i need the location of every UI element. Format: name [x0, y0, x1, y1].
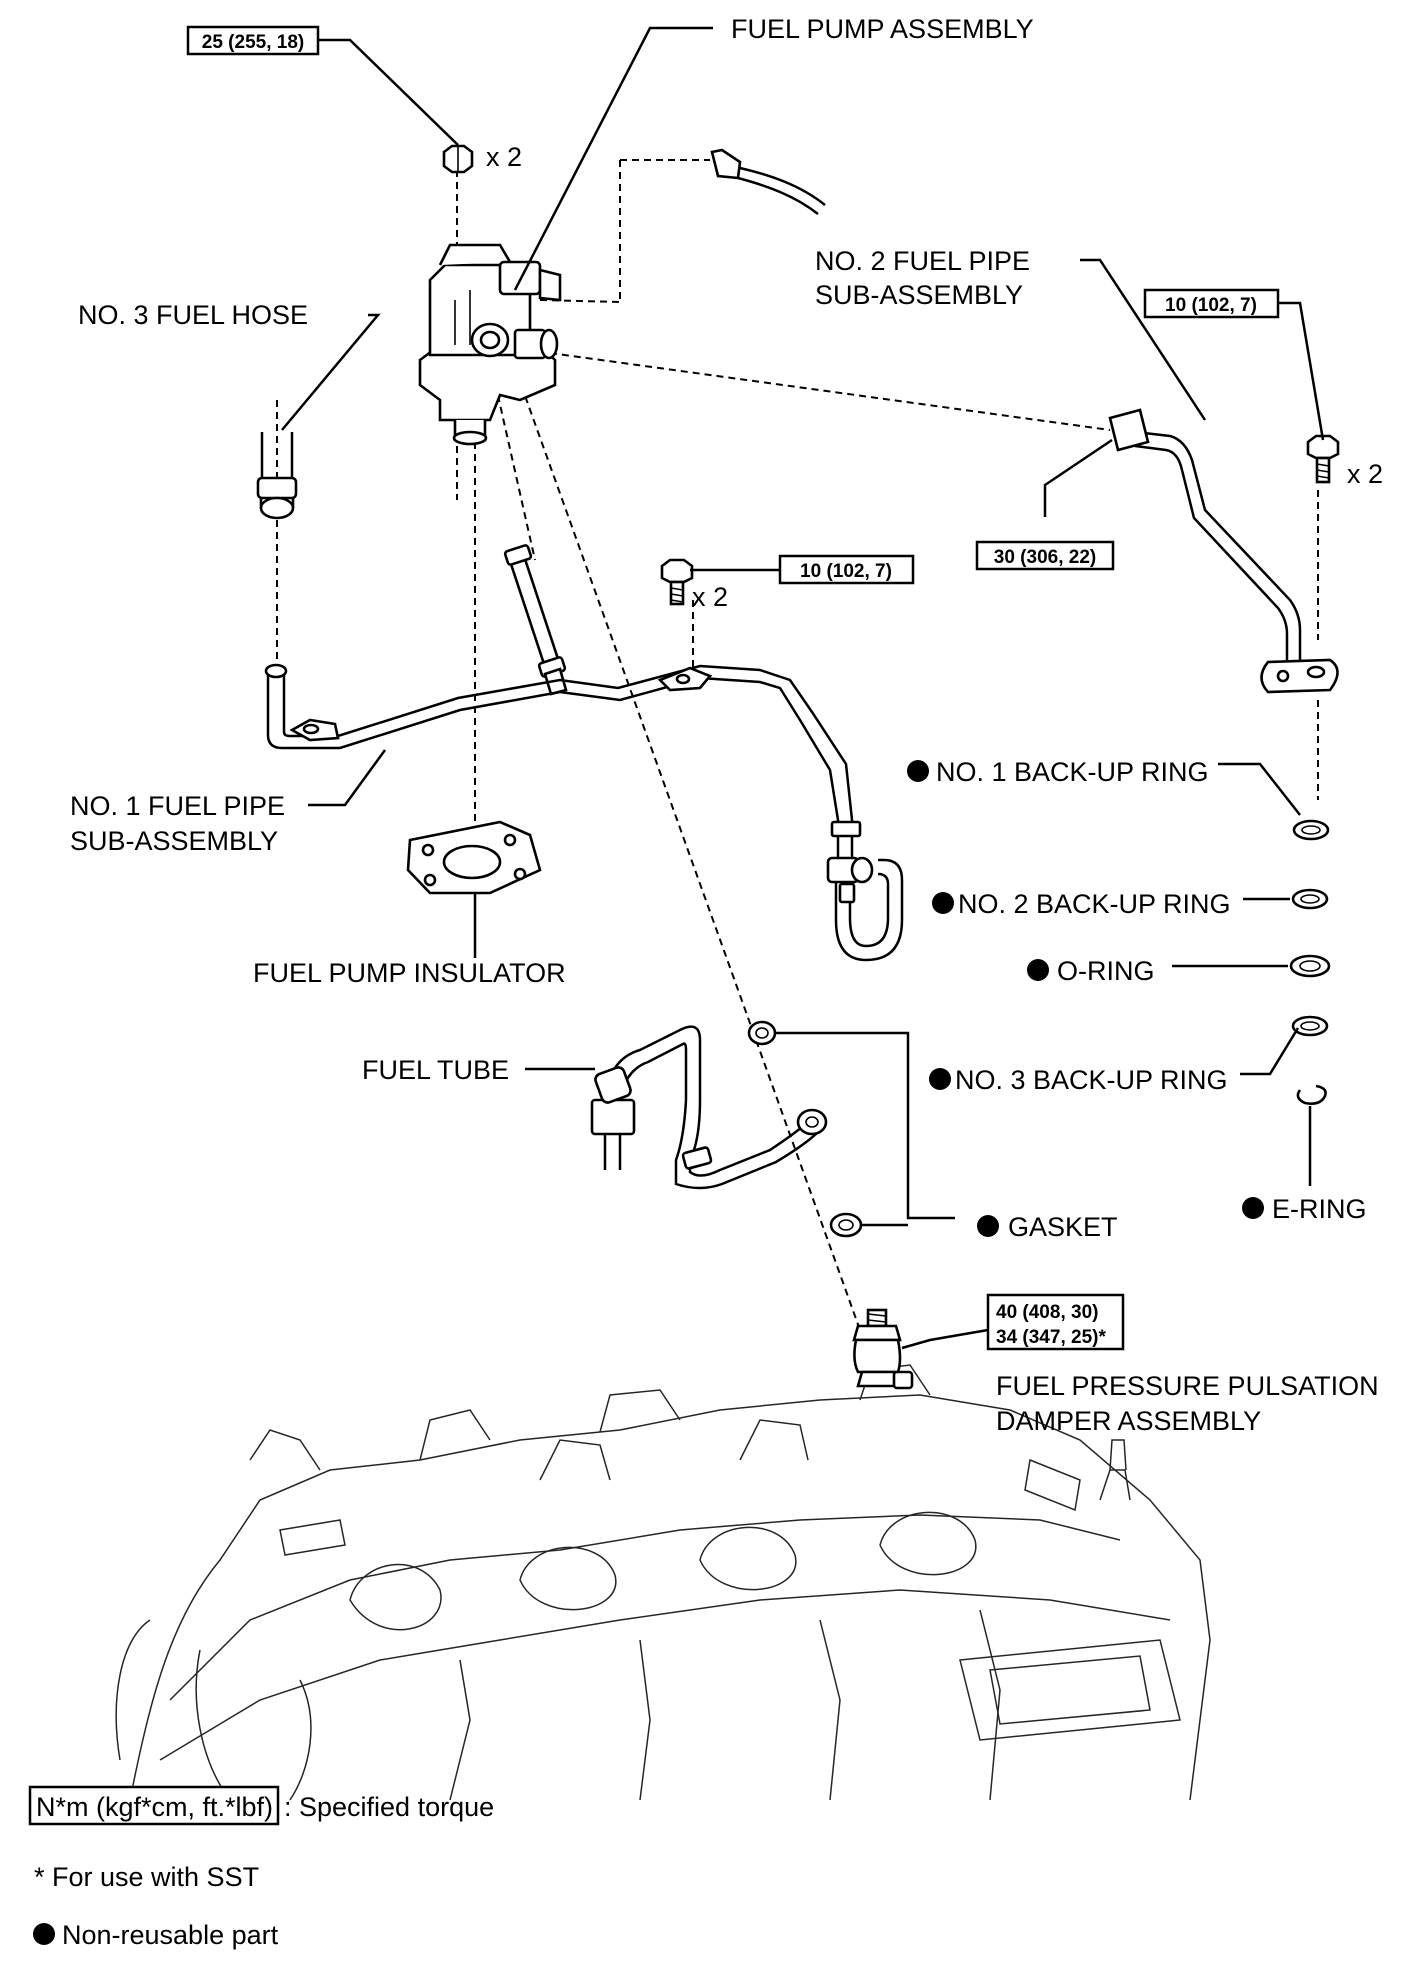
label-no1-fuel-pipe-line2: SUB-ASSEMBLY — [70, 826, 278, 856]
label-fuel-pump-insulator: FUEL PUMP INSULATOR — [253, 958, 566, 988]
torque-damper-line2: 34 (347, 25)* — [996, 1327, 1106, 1348]
legend-non-reusable-dot — [33, 1923, 55, 1945]
pump-connector-harness — [710, 148, 826, 215]
qty-pipe2-bolts: x 2 — [1347, 459, 1383, 489]
non-reusable-dot-e-ring — [1242, 1197, 1264, 1219]
label-no3-backup-ring: NO. 3 BACK-UP RING — [955, 1065, 1228, 1095]
non-reusable-dot-no2-backup — [932, 892, 954, 914]
torque-pipe1-bolt-text: 10 (102, 7) — [800, 561, 892, 582]
torque-damper-line1: 40 (408, 30) — [996, 1302, 1098, 1323]
torque-spec-pipe1-bolt: 10 (102, 7) — [778, 554, 915, 585]
fuel-pump-assembly — [418, 243, 562, 446]
e-ring — [1296, 1084, 1327, 1105]
label-gasket: GASKET — [1008, 1212, 1118, 1242]
label-no1-backup-ring: NO. 1 BACK-UP RING — [936, 757, 1209, 787]
qty-pump-nuts: x 2 — [486, 142, 522, 172]
label-no3-fuel-hose: NO. 3 FUEL HOSE — [78, 300, 308, 330]
gaskets — [747, 1020, 863, 1238]
legend-sst-note: * For use with SST — [34, 1862, 259, 1892]
label-damper-line2: DAMPER ASSEMBLY — [996, 1406, 1261, 1436]
label-damper-line1: FUEL PRESSURE PULSATION — [996, 1371, 1379, 1401]
legend-torque-box-text: N*m (kgf*cm, ft.*lbf) — [36, 1792, 273, 1822]
no2-backup-ring — [1291, 888, 1329, 910]
pipe1-bolt — [660, 558, 694, 606]
legend-torque-text: : Specified torque — [284, 1792, 494, 1822]
label-no2-fuel-pipe-line2: SUB-ASSEMBLY — [815, 280, 1023, 310]
o-ring — [1289, 954, 1331, 978]
non-reusable-dot-no1-backup — [907, 760, 929, 782]
label-e-ring: E-RING — [1272, 1194, 1367, 1224]
torque-pipe2-bolt-text: 10 (102, 7) — [1165, 295, 1257, 316]
label-no1-fuel-pipe-line1: NO. 1 FUEL PIPE — [70, 791, 285, 821]
qty-pipe1-bolts: x 2 — [692, 582, 728, 612]
torque-spec-pipe2-bolt: 10 (102, 7) — [1143, 288, 1280, 319]
leader-lines — [281, 26, 1325, 1350]
torque-spec-pump-nut: 25 (255, 18) — [186, 25, 320, 56]
no2-fuel-pipe — [1108, 408, 1339, 694]
legend-non-reusable-text: Non-reusable part — [62, 1920, 279, 1950]
hose-clamp-tube — [503, 544, 568, 696]
fuel-pressure-pulsation-damper — [852, 1308, 914, 1390]
fuel-tube — [590, 1025, 828, 1190]
torque-spec-damper: 40 (408, 30) 34 (347, 25)* — [986, 1293, 1125, 1351]
pipe2-bolt — [1306, 434, 1340, 484]
fuel-pump-insulator — [406, 820, 542, 895]
label-o-ring: O-RING — [1057, 956, 1155, 986]
label-fuel-pump-assembly: FUEL PUMP ASSEMBLY — [731, 14, 1034, 44]
non-reusable-dot-no3-backup — [929, 1068, 951, 1090]
no3-backup-ring — [1291, 1015, 1329, 1037]
no1-fuel-pipe — [264, 663, 904, 962]
non-reusable-dot-o-ring — [1027, 959, 1049, 981]
ring-stack — [1289, 819, 1331, 1105]
no1-backup-ring — [1292, 819, 1330, 841]
engine-outline — [115, 1364, 1211, 1801]
label-fuel-tube: FUEL TUBE — [362, 1055, 509, 1085]
torque-spec-pipe2-union: 30 (306, 22) — [975, 540, 1115, 571]
torque-pump-nut-text: 25 (255, 18) — [202, 32, 304, 53]
legend: N*m (kgf*cm, ft.*lbf) : Specified torque… — [28, 1785, 494, 1950]
torque-pipe2-union-text: 30 (306, 22) — [994, 547, 1096, 568]
alignment-lines — [276, 159, 1319, 1331]
label-no2-backup-ring: NO. 2 BACK-UP RING — [958, 889, 1231, 919]
no3-fuel-hose — [256, 432, 298, 520]
pump-nut — [442, 144, 474, 174]
non-reusable-dot-gasket — [977, 1215, 999, 1237]
label-no2-fuel-pipe-line1: NO. 2 FUEL PIPE — [815, 246, 1030, 276]
